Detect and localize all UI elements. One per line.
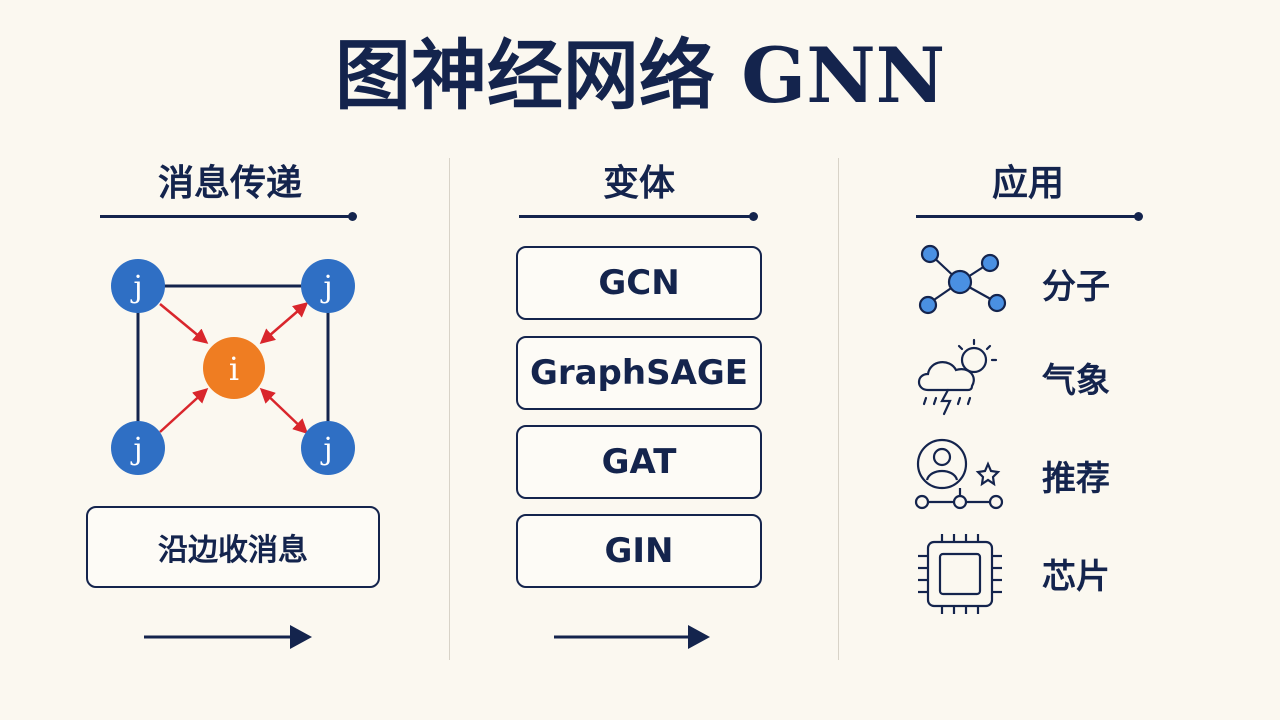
recommendation-icon xyxy=(914,438,1004,510)
column-divider-left xyxy=(449,158,450,660)
variant-label: GraphSAGE xyxy=(529,353,749,393)
page-title: 图神经网络 GNN xyxy=(334,31,946,120)
applications-header: 应用 xyxy=(991,163,1064,204)
message-arrow-bottom-left xyxy=(159,387,209,433)
variants-underline xyxy=(519,212,758,221)
column-divider-right xyxy=(838,158,839,660)
neighbor-node-label: j xyxy=(320,270,332,305)
message-arrow-top-right xyxy=(259,302,309,344)
variant-label: GCN xyxy=(598,263,680,303)
neighbor-node-label: j xyxy=(130,270,142,305)
neighbor-node-top-right: j xyxy=(301,259,355,313)
neighbor-node-label: j xyxy=(130,432,142,467)
flow-arrow-icon xyxy=(144,625,312,649)
neighbor-node-bottom-right: j xyxy=(301,421,355,475)
message-arrow-top-left xyxy=(159,303,209,344)
variant-label: GAT xyxy=(601,442,677,482)
weather-icon xyxy=(917,338,998,416)
applications-underline xyxy=(916,212,1143,221)
message-caption: 沿边收消息 xyxy=(158,533,308,568)
neighbor-node-bottom-left: j xyxy=(111,421,165,475)
center-node: i xyxy=(203,337,265,399)
variant-gat: GAT xyxy=(516,425,762,499)
molecule-icon xyxy=(918,244,1007,315)
variant-label: GIN xyxy=(604,531,674,571)
flow-arrow-icon xyxy=(554,625,710,649)
message-arrow-bottom-right xyxy=(259,387,309,435)
message-caption-box: 沿边收消息 xyxy=(86,506,380,588)
application-label-chip: 芯片 xyxy=(1042,557,1110,597)
variants-header: 变体 xyxy=(602,163,675,204)
variant-gin: GIN xyxy=(516,514,762,588)
application-label-recommendation: 推荐 xyxy=(1042,459,1110,499)
application-label-weather: 气象 xyxy=(1042,361,1110,401)
neighbor-node-label: j xyxy=(320,432,332,467)
variant-graphsage: GraphSAGE xyxy=(516,336,762,410)
message-passing-underline xyxy=(100,212,357,221)
application-label-molecule: 分子 xyxy=(1042,267,1110,307)
center-node-label: i xyxy=(229,350,239,388)
message-passing-graph: j j j j i xyxy=(111,259,355,475)
chip-icon xyxy=(918,534,1002,614)
neighbor-node-top-left: j xyxy=(111,259,165,313)
message-passing-header: 消息传递 xyxy=(157,163,302,204)
variant-gcn: GCN xyxy=(516,246,762,320)
